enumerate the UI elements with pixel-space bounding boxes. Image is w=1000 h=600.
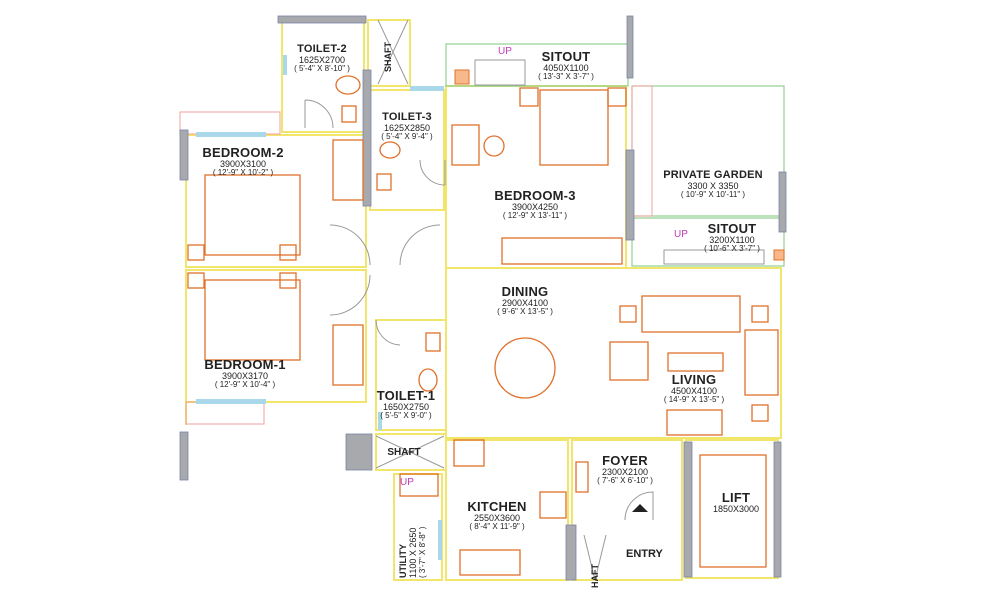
room-name: BEDROOM-2	[202, 145, 284, 160]
room-imperial-size: ( 12'-9" X 10'-4" )	[214, 380, 276, 390]
sofa-side	[744, 329, 779, 396]
up-label-sitout: UP	[498, 46, 512, 57]
room-name: BEDROOM-3	[494, 188, 576, 203]
shaft-bottom-label: HAFT	[590, 564, 600, 588]
room-imperial-size: ( 5'-4" X 9'-4" )	[381, 131, 433, 141]
windows	[196, 55, 444, 560]
room-size: 1625X2700	[298, 54, 346, 65]
room-size: 3900X3170	[221, 370, 269, 381]
coffee-table	[667, 352, 724, 372]
room-size: 4500X4100	[670, 385, 718, 396]
armchair	[609, 341, 649, 381]
wall-blocks	[179, 15, 787, 581]
shaft-label: SHAFT	[387, 447, 421, 458]
utility-imperial-size: ( 3'-7" X 8'-8" )	[417, 526, 427, 578]
room-size: 3900X3100	[219, 158, 267, 169]
room-name: SITOUT	[541, 49, 591, 64]
up-label-utility: UP	[400, 477, 414, 488]
room-name: PRIVATE GARDEN	[663, 169, 763, 181]
room-size: 4050X1100	[543, 62, 589, 73]
sofa-3-seater	[641, 295, 741, 333]
room-size: 3900X4250	[511, 201, 559, 212]
room-name: TOILET-3	[382, 111, 432, 123]
room-size: 3300 X 3350	[687, 180, 739, 191]
room-size: 2550X3600	[473, 512, 521, 523]
room-imperial-size: ( 9'-6" X 13'-5" )	[497, 307, 553, 317]
room-size: 3200X1100	[709, 234, 755, 245]
doors	[304, 19, 765, 581]
room-size: 1625X2850	[383, 122, 431, 133]
room-imperial-size: ( 7'-6" X 6'-10" )	[597, 476, 653, 486]
entry-label: ENTRY	[626, 548, 663, 560]
room-imperial-size: ( 5'-5" X 9'-0" )	[380, 411, 432, 421]
room-name: LIFT	[721, 490, 751, 505]
room-name: KITCHEN	[467, 499, 527, 514]
room-name: TOILET-2	[297, 43, 347, 55]
room-name: FOYER	[602, 453, 648, 468]
room-utility: UTILITY 1100 X 2650 ( 3'-7" X 8'-8" )	[398, 526, 428, 578]
room-name: TOILET-1	[376, 388, 436, 403]
room-name: BEDROOM-1	[204, 357, 286, 372]
dining-table	[494, 337, 556, 399]
wardrobe-1	[332, 324, 364, 386]
bed-bedroom-2	[204, 174, 301, 256]
kitchen-sink	[459, 549, 521, 576]
room-name: DINING	[501, 284, 549, 299]
up-label-sitout-right: UP	[674, 229, 688, 240]
stove	[539, 491, 567, 519]
room-size: 1650X2750	[382, 401, 430, 412]
room-imperial-size: ( 10'-9" X 10'-11" )	[680, 189, 746, 199]
furniture	[187, 75, 779, 576]
room-imperial-size: ( 8'-4" X 11'-9" )	[469, 522, 525, 532]
room-name: SITOUT	[707, 221, 757, 236]
bed-bedroom-1	[204, 279, 301, 361]
room-size: 2300X2100	[601, 466, 649, 477]
room-imperial-size: ( 12'-9" X 13'-11" )	[502, 211, 568, 221]
misc-fixtures	[454, 69, 785, 261]
room-imperial-size: ( 5'-4" X 8'-10" )	[294, 63, 350, 73]
room-name: LIVING	[671, 372, 717, 387]
wardrobe-2	[332, 139, 364, 201]
room-imperial-size: ( 13'-3" X 3'-7" )	[538, 72, 594, 82]
room-size: 1850X3000	[712, 503, 760, 514]
entry-arrow-icon	[632, 504, 648, 512]
room-size: 2900X4100	[501, 297, 549, 308]
room-imperial-size: ( 10'-6" X 3'-7" )	[704, 244, 760, 254]
wardrobe-3	[501, 237, 623, 265]
shaft-top-label: SHAFT	[383, 42, 393, 72]
lift-car	[699, 454, 767, 568]
room-imperial-size: ( 14'-9" X 13'-5" )	[663, 395, 725, 405]
room-imperial-size: ( 12'-9" X 10'-2" )	[212, 168, 274, 178]
desk	[451, 124, 480, 166]
bed-bedroom-3	[539, 89, 609, 166]
